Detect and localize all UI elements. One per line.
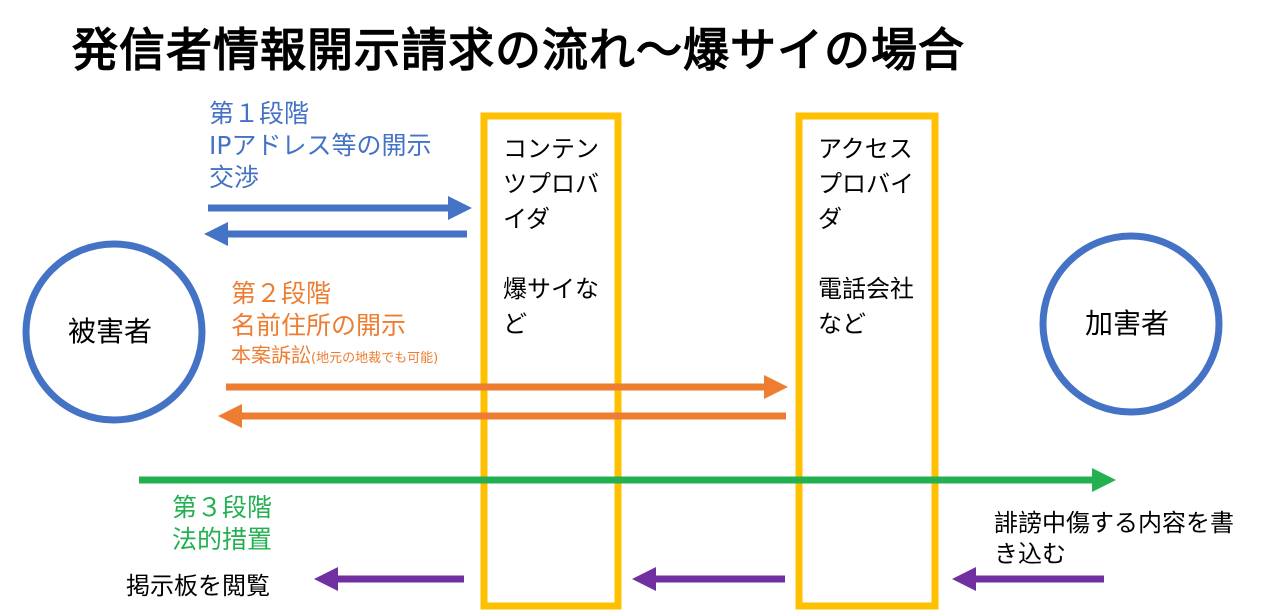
content-provider-label: コンテン ツプロバ イダ 爆サイな ど — [503, 132, 599, 342]
victim-label: 被害者 — [68, 315, 153, 348]
access-provider-name-line3: ダ — [818, 205, 842, 233]
stage2-response-arrow — [218, 404, 786, 428]
stage1-response-arrow — [204, 222, 467, 246]
content-provider-name-line3: イダ — [503, 205, 551, 233]
content-provider-name-line1: コンテン — [503, 135, 599, 163]
view-board-label: 掲示板を閲覧 — [126, 572, 270, 600]
access-provider-label: アクセス プロバイ ダ 電話会社 など — [818, 132, 914, 342]
stage2-line3-main: 本案訴訟 — [231, 343, 311, 367]
access-provider-example-line2: など — [818, 310, 866, 338]
access-provider-name-line1: アクセス — [818, 135, 913, 163]
stage3-label: 第３段階 — [172, 493, 273, 522]
stage3-text: 第３段階 法的措置 — [172, 492, 272, 556]
access-provider-name-line2: プロバイ — [818, 170, 914, 198]
content-provider-example-line2: ど — [503, 310, 527, 338]
access-provider-box — [795, 112, 939, 610]
post-content-label: 誹謗中傷する内容を書 き込む — [994, 508, 1234, 570]
stage2-text: 第２段階 名前住所の開示 本案訴訟(地元の地裁でも可能) — [231, 278, 438, 372]
victim-circle — [22, 240, 206, 424]
offender-label: 加害者 — [1085, 307, 1170, 340]
post-flow-arrow-2 — [632, 567, 785, 591]
stage1-request-arrow — [208, 196, 472, 220]
page-title: 発信者情報開示請求の流れ〜爆サイの場合 — [72, 23, 965, 77]
stage3-line2: 法的措置 — [172, 525, 273, 554]
stage3-legal-action-arrow — [139, 468, 1116, 492]
stage2-request-arrow — [226, 375, 788, 399]
post-content-line2: き込む — [994, 540, 1066, 568]
content-provider-example-line1: 爆サイな — [503, 275, 599, 303]
post-flow-arrow-1 — [952, 567, 1104, 591]
post-content-line1: 誹謗中傷する内容を書 — [994, 509, 1234, 537]
content-provider-name-line2: ツプロバ — [503, 170, 599, 198]
stage1-line2: IPアドレス等の開示 — [209, 131, 432, 160]
stage1-line3: 交渉 — [209, 163, 260, 192]
post-flow-arrow-3 — [314, 567, 464, 591]
offender-circle — [1039, 232, 1223, 416]
stage2-line2: 名前住所の開示 — [231, 311, 407, 340]
stage1-text: 第１段階 IPアドレス等の開示 交渉 — [209, 98, 431, 194]
content-provider-box — [480, 112, 622, 610]
access-provider-example-line1: 電話会社 — [818, 275, 914, 303]
stage2-label: 第２段階 — [231, 279, 332, 308]
stage2-line3-note: (地元の地裁でも可能) — [311, 351, 439, 366]
stage1-label: 第１段階 — [209, 99, 310, 128]
